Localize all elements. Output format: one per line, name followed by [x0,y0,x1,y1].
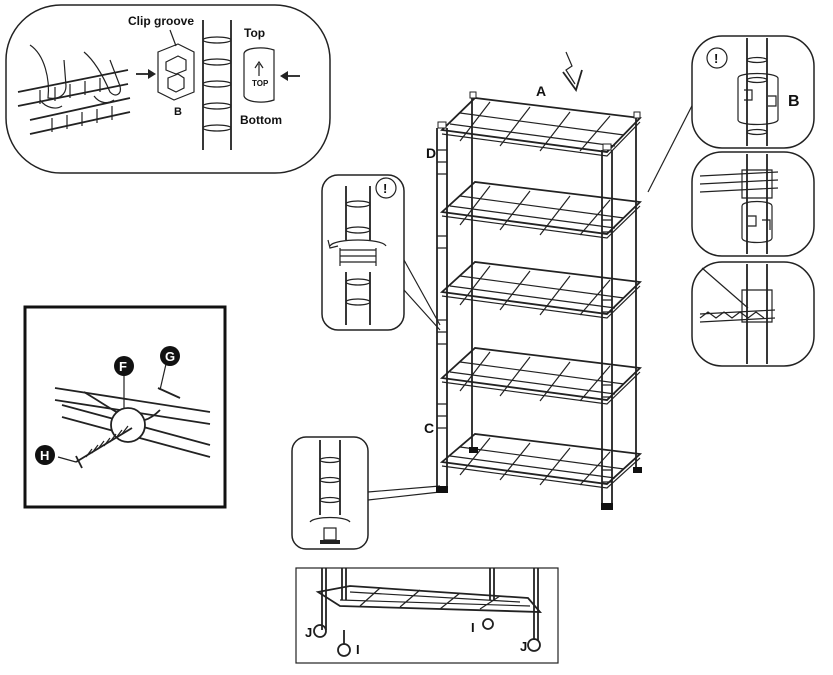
clip-detail-panel: Clip groove B TOP Top Bottom [5,4,331,174]
warning-1: ! [383,181,387,196]
shelf-2 [439,181,642,239]
clip-top-print: TOP [252,79,269,88]
caster-panel: J I I J [295,567,559,664]
warning-icon [706,47,728,69]
clip-b-shape [157,43,195,101]
label-j-left: J [305,625,312,640]
shelf-3 [439,261,642,319]
rotate-foot-icon [309,516,351,523]
pole-with-grooves [202,20,232,150]
threaded-stub [339,248,377,266]
caster-wheel [482,618,494,630]
caster-wheel [527,638,541,652]
rotate-arrow-icon [329,239,387,247]
warning-icon [375,177,397,199]
arrow-left-head-icon [280,71,288,81]
top-label: Top [244,26,265,40]
right-hand [83,51,121,96]
badge-f [114,356,134,376]
clip-b-label: B [174,106,182,118]
right-detail-panels: ! B [691,35,815,367]
badge-h [35,445,55,465]
shelving-unit [436,51,701,510]
hands-on-pole [17,44,131,135]
clip-b-detail-frame [691,35,815,149]
post-front-left [436,128,448,488]
label-a: A [536,83,546,99]
label-j-right: J [520,639,527,654]
foot-leveler-frame [291,436,369,550]
warning-note: ! [712,47,722,61]
arrow-right-head-icon [148,69,156,79]
warning-2: ! [714,51,718,66]
bottom-label: Bottom [240,113,282,127]
clip-orientation: TOP [243,47,275,103]
label-h: H [40,448,49,463]
screw-panel-frame [23,305,227,509]
shelf-5 [439,433,643,489]
label-g: G [165,349,175,364]
caster-panel-frame [295,567,559,664]
screw-detail-panel: F G H [23,305,227,509]
left-hand [29,44,67,99]
clip-panel-frame [5,4,331,174]
foot-leveler-panel [291,436,441,550]
up-arrow-icon [254,60,264,76]
foot-front-right [601,503,613,510]
shelf-4 [439,347,642,405]
foot-front-left [436,486,448,493]
pole-join-frame [321,174,405,331]
label-f: F [119,359,127,374]
label-c: C [424,420,434,436]
label-d: D [426,145,436,161]
down-arrow-icon [565,51,576,85]
clip-groove-label: Clip groove [128,14,194,28]
label-i-left: I [356,642,360,657]
caster-wheel [313,624,327,638]
label-b: B [788,93,800,110]
label-i-right: I [471,620,475,635]
clip-install-frame [691,151,815,257]
pole-join-panel: ! [321,174,441,331]
badge-g [160,346,180,366]
